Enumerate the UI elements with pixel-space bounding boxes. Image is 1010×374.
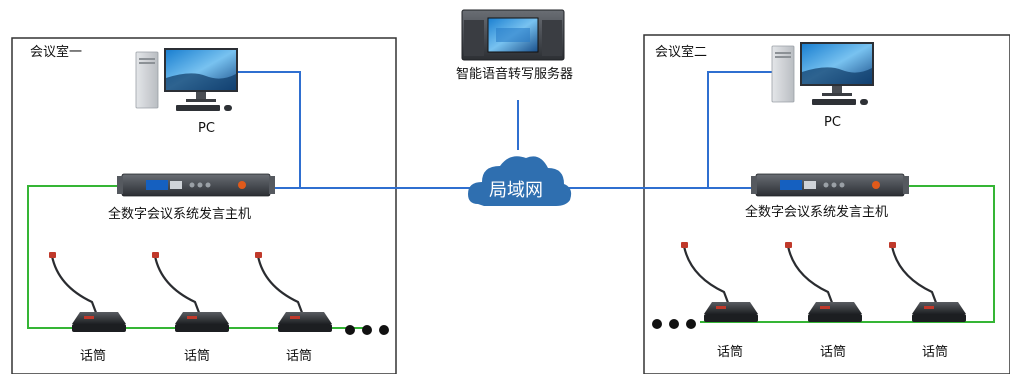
pc-room2-label: PC [824, 115, 841, 130]
pc-room1-icon [135, 47, 239, 112]
pc-room2-icon [771, 41, 875, 106]
mic-room1-2-label: 话筒 [184, 348, 210, 364]
mic-room2-2-icon [783, 240, 864, 324]
more-mics-room1-indicator [345, 325, 389, 335]
room1-title: 会议室一 [30, 44, 82, 60]
transcription-server [461, 9, 565, 61]
pc-room1-label: PC [198, 121, 215, 136]
mic-room1-3-label: 话筒 [286, 348, 312, 364]
host-room1-label: 全数字会议系统发言主机 [108, 206, 251, 222]
server-label: 智能语音转写服务器 [456, 66, 573, 82]
mic-room1-3-icon [253, 250, 334, 334]
mic-room2-2-label: 话筒 [820, 344, 846, 360]
lan-cloud [468, 156, 572, 206]
mic-room2-1-label: 话筒 [717, 344, 743, 360]
mic-room2-3-icon [887, 240, 968, 324]
more-mics-room2-indicator [652, 319, 696, 329]
room1-frame [11, 37, 397, 374]
mic-room2-3-label: 话筒 [922, 344, 948, 360]
host-room2-label: 全数字会议系统发言主机 [745, 204, 888, 220]
room2-frame [643, 34, 1010, 374]
mic-room1-1-icon [47, 250, 128, 334]
host-room2-icon [750, 173, 910, 197]
mic-room2-1-icon [679, 240, 760, 324]
mic-room1-1-label: 话筒 [80, 348, 106, 364]
mic-room1-2-icon [150, 250, 231, 334]
host-room1-icon [116, 173, 276, 197]
lan-connections [238, 71, 775, 189]
lan-label: 局域网 [489, 180, 543, 201]
room2-title: 会议室二 [655, 44, 707, 60]
